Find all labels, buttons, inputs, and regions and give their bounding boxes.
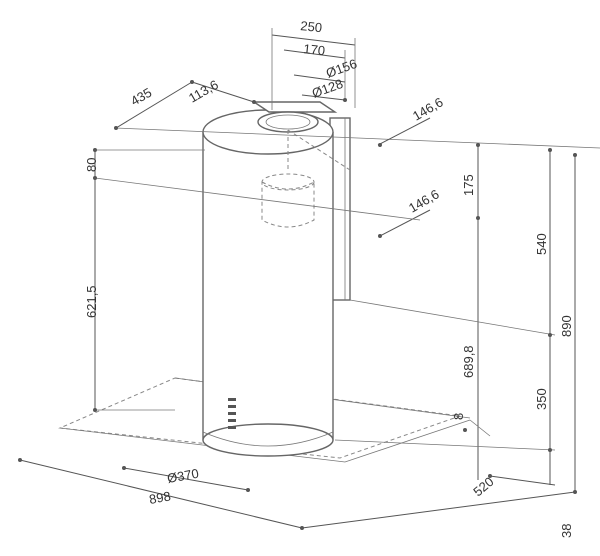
left-dimensions bbox=[94, 149, 421, 411]
label-bottom-38: 38 bbox=[559, 524, 574, 538]
label-top-width: 250 bbox=[300, 18, 323, 35]
label-left-top: 80 bbox=[84, 158, 99, 172]
bottom-dimensions bbox=[19, 459, 576, 529]
button-icon bbox=[228, 412, 236, 415]
dimension-markers bbox=[18, 80, 577, 530]
label-chimney-height: 175 bbox=[461, 174, 476, 196]
label-right-offset-mid: 146,6 bbox=[406, 186, 442, 215]
label-depth: 435 bbox=[128, 85, 154, 109]
label-thickness-8: 8 bbox=[451, 413, 466, 420]
rear-panel bbox=[329, 117, 351, 301]
label-outlet-inner: Ø128 bbox=[310, 76, 345, 101]
button-icon bbox=[228, 398, 236, 401]
button-icon bbox=[228, 405, 236, 408]
label-depth-520: 520 bbox=[470, 474, 496, 499]
label-top-inner: 170 bbox=[303, 41, 326, 58]
label-left-height: 621,5 bbox=[84, 285, 99, 318]
button-icon bbox=[228, 419, 236, 422]
label-width-898: 898 bbox=[148, 488, 172, 507]
label-height-890: 890 bbox=[559, 315, 574, 337]
label-diameter: Ø370 bbox=[166, 466, 200, 486]
label-height-350: 350 bbox=[534, 388, 549, 410]
label-outlet-outer: Ø156 bbox=[324, 56, 359, 81]
right-dimensions bbox=[334, 145, 576, 492]
top-dimensions bbox=[114, 28, 600, 237]
hood-cylinder bbox=[202, 101, 351, 457]
label-height-540: 540 bbox=[534, 233, 549, 255]
button-icon bbox=[228, 426, 236, 429]
label-height-689: 689,8 bbox=[461, 345, 476, 378]
